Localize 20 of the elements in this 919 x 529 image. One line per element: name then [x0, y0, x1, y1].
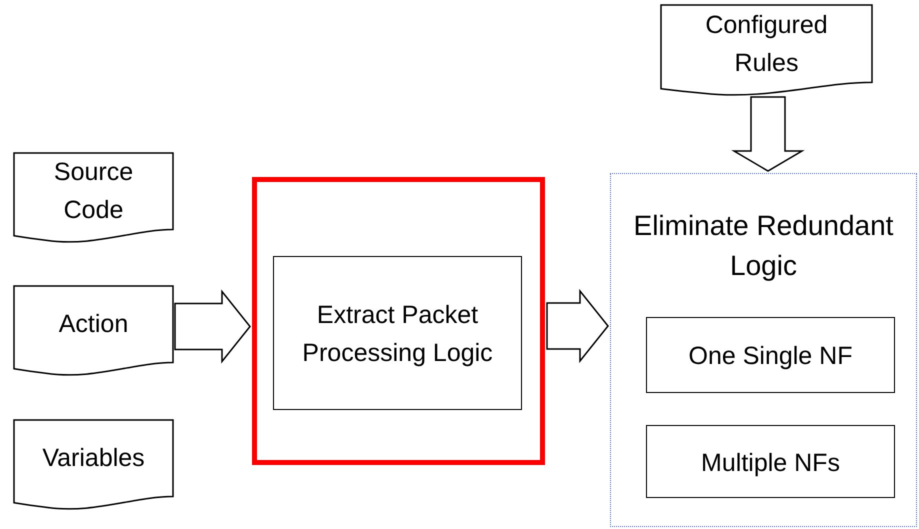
dotted-group-box — [610, 173, 917, 527]
node-label: Action — [58, 309, 130, 340]
document-shape — [661, 5, 872, 95]
process-box — [273, 256, 522, 410]
document-shape — [14, 286, 173, 375]
highlight-frame — [252, 177, 545, 465]
process-box — [646, 317, 895, 393]
process-box — [646, 425, 895, 498]
node-label: One Single NF — [688, 341, 854, 372]
node-label: Source Code — [52, 157, 134, 226]
node-label: Extract Packet Processing Logic — [301, 300, 494, 369]
document-shape — [14, 420, 173, 509]
group-heading: Eliminate Redundant Logic — [632, 209, 894, 283]
block-arrow — [731, 96, 805, 172]
node-label: Multiple NFs — [700, 448, 841, 478]
block-arrow — [174, 289, 251, 364]
document-shape — [14, 153, 173, 242]
block-arrow — [546, 288, 609, 364]
node-label: Variables — [41, 443, 146, 474]
node-label: Configured Rules — [704, 10, 829, 79]
